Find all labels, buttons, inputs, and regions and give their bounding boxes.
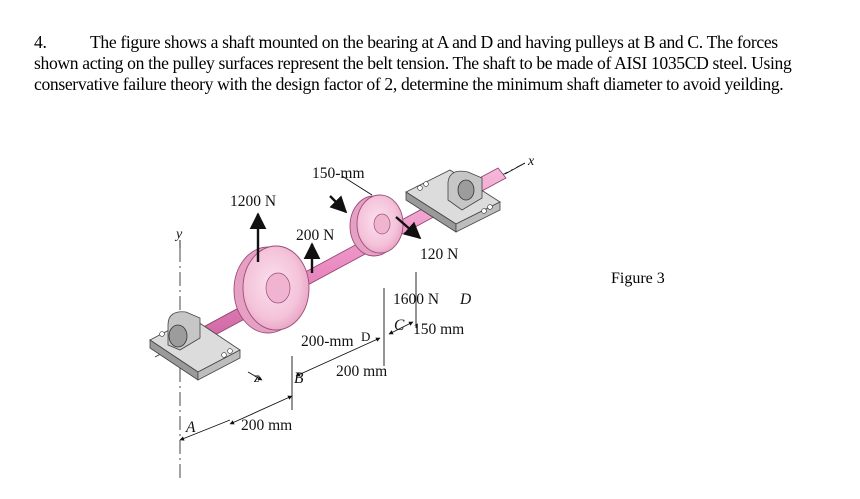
problem-number: 4. [34, 32, 47, 52]
label-point-d: D [459, 291, 471, 308]
label-force-200: 200 N [296, 227, 334, 244]
label-force-120: 120 N [420, 246, 458, 263]
label-axis-y: y [174, 227, 183, 242]
force-1600-arrow [329, 195, 348, 214]
label-axis-x: x [527, 154, 535, 169]
label-dim-200-bc: 200 mm [336, 363, 387, 380]
force-120-arrow [395, 216, 422, 240]
label-force-1600: 1600 N [393, 291, 439, 308]
label-point-c: C [394, 317, 405, 334]
label-diameter-b: 200-mm [301, 333, 354, 350]
dimension-lines [179, 162, 526, 441]
problem-statement: 4.The figure shows a shaft mounted on th… [34, 32, 824, 95]
bearing-d [405, 169, 501, 233]
label-force-1200: 1200 N [230, 193, 276, 210]
pulley-b [233, 245, 310, 334]
label-diameter-c: 150-mm [312, 165, 365, 182]
bearing-a [149, 311, 241, 381]
figure-labels: 150-mm 1200 N 200 N 120 N 1600 N D C 150… [174, 154, 535, 436]
pulley-c [349, 194, 404, 257]
label-point-a: A [185, 419, 196, 436]
label-dim-200-ab: 200 mm [241, 417, 292, 434]
label-point-d-small: D [361, 329, 370, 344]
force-arrows [249, 195, 422, 273]
label-axis-z: z [253, 371, 260, 386]
figure-caption: Figure 3 [611, 270, 665, 287]
problem-text: The figure shows a shaft mounted on the … [34, 32, 792, 94]
label-point-b: B [294, 370, 304, 387]
label-dim-150: 150 mm [413, 321, 464, 338]
